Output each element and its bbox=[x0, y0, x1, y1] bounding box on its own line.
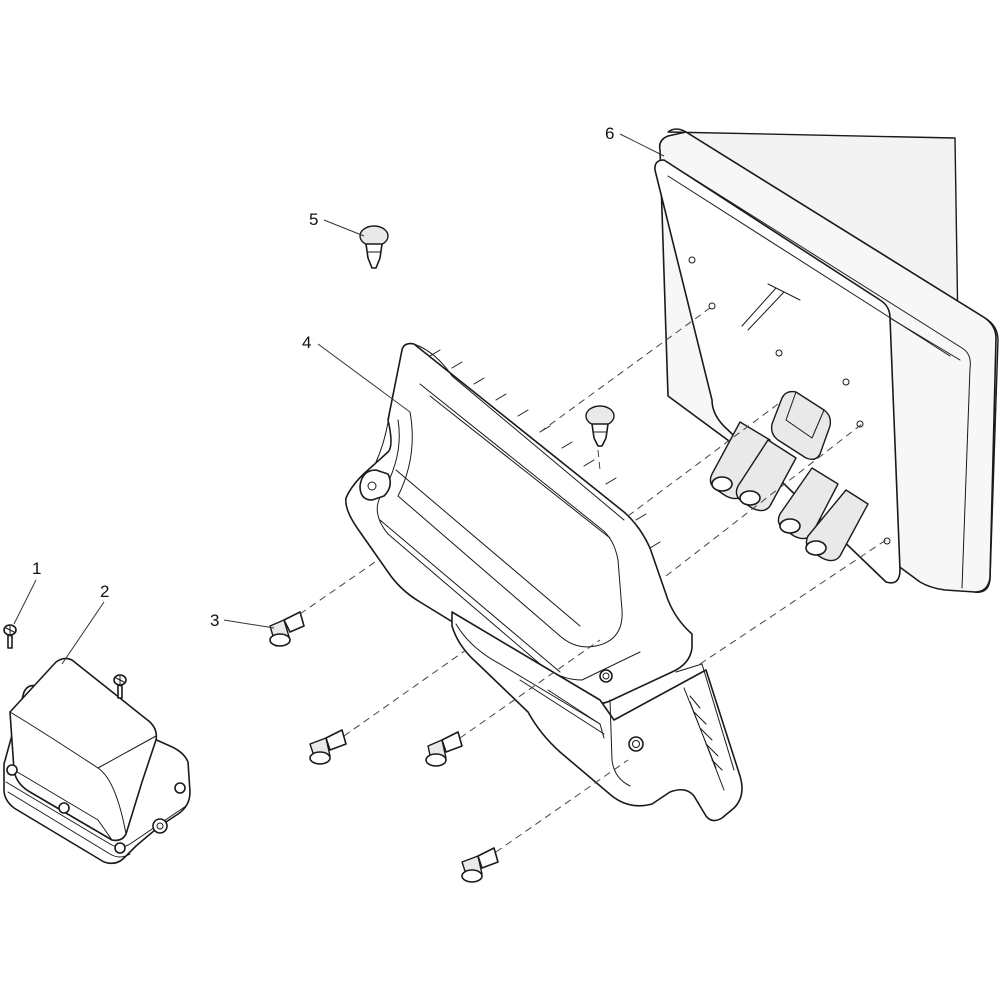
leader-line-5 bbox=[323, 219, 365, 237]
callout-4: 4 bbox=[302, 333, 411, 413]
callout-label-6: 6 bbox=[605, 124, 614, 143]
part-3-flange-bolt-3[interactable] bbox=[425, 731, 463, 767]
assembly-lines bbox=[299, 307, 887, 853]
callout-label-2: 2 bbox=[100, 582, 109, 601]
leader-line-6 bbox=[619, 133, 665, 157]
callout-label-4: 4 bbox=[302, 333, 311, 352]
callout-6: 6 bbox=[605, 124, 665, 157]
leader-line-4 bbox=[317, 343, 411, 413]
callout-label-5: 5 bbox=[309, 210, 318, 229]
part-3-flange-bolt-4[interactable] bbox=[461, 847, 499, 883]
callout-label-1: 1 bbox=[32, 559, 41, 578]
callout-5: 5 bbox=[309, 210, 365, 237]
part-3-flange-bolt-2[interactable] bbox=[309, 729, 347, 765]
part-3-flange-bolt[interactable] bbox=[269, 611, 305, 647]
part-2-control-box[interactable] bbox=[3, 657, 191, 865]
callout-1: 1 bbox=[13, 559, 41, 625]
part-6-display-monitor[interactable] bbox=[654, 128, 999, 593]
part-5-push-rivet[interactable] bbox=[359, 225, 389, 269]
callout-3: 3 bbox=[210, 611, 275, 630]
callout-label-3: 3 bbox=[210, 611, 219, 630]
part-1-screw-secondary[interactable] bbox=[113, 674, 127, 699]
part-5-push-rivet-secondary[interactable] bbox=[585, 405, 615, 447]
part-4-mounting-bracket[interactable] bbox=[344, 342, 743, 822]
leader-line-3 bbox=[223, 619, 275, 629]
leader-line-2 bbox=[61, 601, 105, 665]
callout-2: 2 bbox=[61, 582, 109, 665]
leader-line-1 bbox=[13, 579, 37, 625]
part-1-screw[interactable] bbox=[3, 624, 17, 649]
